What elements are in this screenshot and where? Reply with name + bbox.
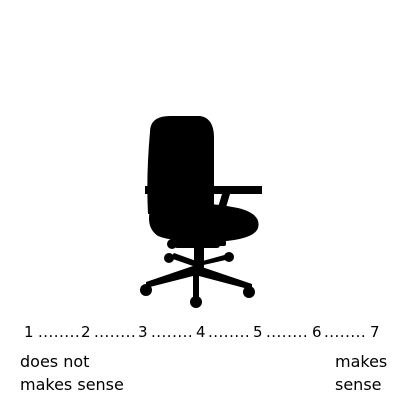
anchor-low-line-1: does not <box>20 352 90 371</box>
chair-cylinder <box>194 246 204 270</box>
scale-separator: ........ <box>208 323 251 341</box>
scale-point-1[interactable]: 1 <box>24 323 34 341</box>
chair-backrest <box>147 116 214 214</box>
chair-caster <box>190 296 202 308</box>
scale-separator: ........ <box>151 323 194 341</box>
chair-caster <box>140 284 152 296</box>
scale-point-7[interactable]: 7 <box>370 323 380 341</box>
scale-separator: ........ <box>324 323 367 341</box>
scale-point-2[interactable]: 2 <box>81 323 91 341</box>
rating-scale: 1 ........ 2 ........ 3 ........ 4 .....… <box>20 322 385 342</box>
anchor-high-line-1: makes <box>335 352 388 371</box>
scale-point-4[interactable]: 4 <box>196 323 206 341</box>
anchor-low-line-2: makes sense <box>20 375 124 394</box>
scale-point-6[interactable]: 6 <box>312 323 322 341</box>
scale-point-3[interactable]: 3 <box>138 323 148 341</box>
chair-base <box>146 253 252 298</box>
scale-separator: ........ <box>266 323 309 341</box>
scale-point-5[interactable]: 5 <box>253 323 263 341</box>
scale-anchor-low: does not makes sense <box>20 350 124 396</box>
scale-separator: ........ <box>38 323 81 341</box>
chair-caster <box>224 252 234 262</box>
chair-seat <box>149 203 259 242</box>
scale-separator: ........ <box>94 323 137 341</box>
chair-mechanism <box>174 238 220 248</box>
chair-caster <box>243 286 255 298</box>
scale-anchor-high: makes sense <box>335 350 387 396</box>
chair-caster <box>164 253 174 263</box>
anchor-high-line-2: sense <box>335 375 382 394</box>
chair-armrest <box>145 186 262 214</box>
